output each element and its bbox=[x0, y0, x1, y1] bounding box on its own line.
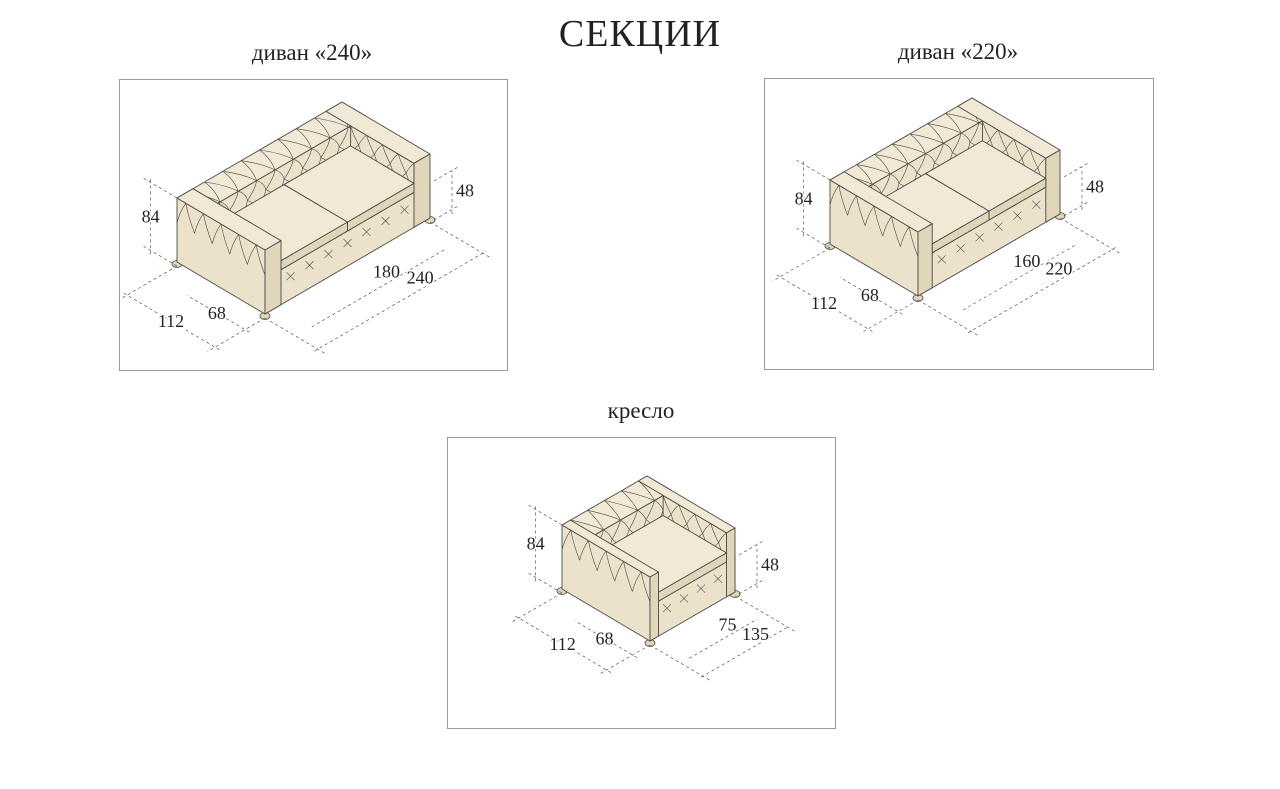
extension-line bbox=[738, 579, 764, 595]
height-label: 84 bbox=[527, 533, 545, 553]
tufting bbox=[829, 185, 919, 258]
seat-depth-label: 68 bbox=[861, 285, 879, 305]
furniture-1 bbox=[824, 97, 1066, 302]
extension-line bbox=[119, 265, 178, 300]
seat-depth-dimension-line bbox=[574, 620, 638, 658]
depth-label: 112 bbox=[811, 293, 837, 313]
seat-depth-label: 68 bbox=[596, 628, 614, 648]
seat-width-dimension-line bbox=[689, 618, 758, 659]
button-tufting-marks bbox=[937, 200, 1041, 264]
left-arm-front bbox=[649, 571, 659, 642]
extension-line bbox=[433, 166, 459, 182]
extension-line bbox=[528, 504, 563, 526]
extension-line bbox=[1063, 162, 1089, 178]
extension-line bbox=[528, 572, 563, 594]
right-arm-front bbox=[726, 527, 736, 598]
seat-width-label: 75 bbox=[719, 614, 737, 634]
extension-line bbox=[860, 299, 919, 334]
left-arm-front bbox=[917, 223, 933, 297]
panel-title-sofa-220: диван «220» bbox=[897, 39, 1019, 64]
extension-line bbox=[772, 247, 831, 282]
extension-line bbox=[599, 644, 651, 675]
dimensions-0: 84 48 112 68 180 240 bbox=[119, 166, 492, 355]
furniture-0 bbox=[171, 101, 436, 320]
extension-line bbox=[433, 205, 459, 221]
seat-width-dimension-line bbox=[311, 249, 445, 328]
seat-depth-dimension-line bbox=[839, 276, 903, 315]
right-arm-front bbox=[1045, 149, 1061, 223]
seat-height-label: 48 bbox=[1086, 177, 1104, 197]
height-label: 84 bbox=[795, 188, 813, 208]
tufting bbox=[561, 530, 651, 603]
extension-line bbox=[649, 644, 712, 682]
right-arm-front bbox=[413, 153, 431, 228]
seat-cushion-top bbox=[925, 140, 1047, 212]
width-dimension-line bbox=[967, 247, 1116, 334]
tufting bbox=[176, 203, 266, 276]
button-tufting-marks bbox=[286, 205, 409, 281]
seat-cushion-top bbox=[283, 145, 415, 223]
extension-line bbox=[1063, 201, 1089, 217]
seat-depth-dimension-line bbox=[186, 295, 250, 333]
furniture-2 bbox=[556, 475, 741, 647]
depth-dimension-line bbox=[775, 273, 873, 332]
depth-dimension-line bbox=[514, 615, 612, 673]
seat-width-label: 160 bbox=[1013, 251, 1040, 271]
left-arm-front bbox=[264, 240, 282, 315]
extension-line bbox=[207, 317, 266, 352]
height-label: 84 bbox=[142, 206, 160, 226]
depth-dimension-line bbox=[122, 292, 220, 350]
depth-label: 112 bbox=[158, 311, 184, 331]
width-dimension-line bbox=[700, 625, 790, 678]
extension-line bbox=[143, 177, 178, 199]
extension-line bbox=[143, 245, 178, 267]
seat-width-dimension-line bbox=[962, 244, 1077, 311]
extension-line bbox=[511, 592, 563, 623]
width-label: 240 bbox=[407, 268, 434, 288]
seat-width-label: 180 bbox=[373, 261, 400, 281]
width-label: 135 bbox=[742, 624, 769, 644]
extension-line bbox=[738, 540, 764, 556]
seat-depth-label: 68 bbox=[208, 303, 226, 323]
page-title: СЕКЦИИ bbox=[558, 13, 722, 55]
depth-label: 112 bbox=[549, 634, 575, 654]
extension-line bbox=[429, 221, 492, 259]
seat-height-label: 48 bbox=[761, 555, 779, 575]
panel-title-sofa-240: диван «240» bbox=[251, 40, 373, 65]
panel-title-armchair: кресло bbox=[607, 398, 675, 423]
extension-line bbox=[796, 159, 831, 181]
width-label: 220 bbox=[1045, 258, 1072, 278]
seat-height-label: 48 bbox=[456, 181, 474, 201]
button-tufting-marks bbox=[662, 574, 723, 613]
extension-line bbox=[796, 227, 831, 249]
